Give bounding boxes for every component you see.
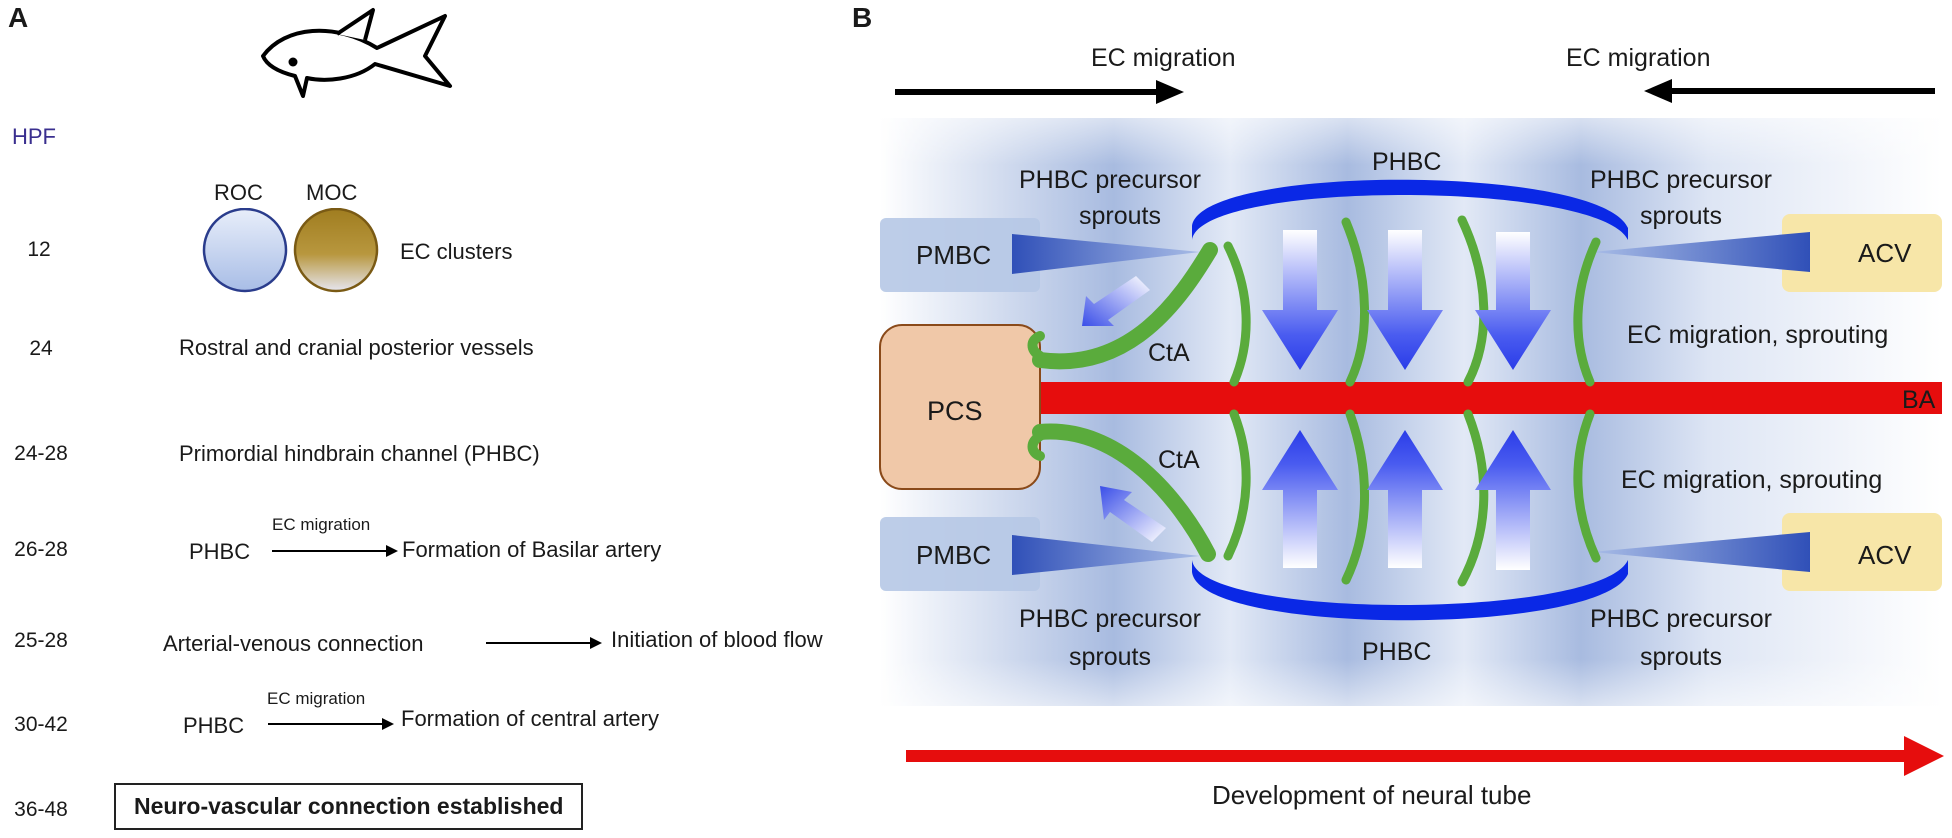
phbc-source-label: PHBC — [183, 713, 245, 738]
hpf-value: 24 — [29, 337, 53, 360]
av-connection-label: Arterial-venous connection — [163, 631, 424, 656]
central-artery-label: Formation of central artery — [401, 706, 659, 731]
ec-clusters-label: EC clusters — [400, 239, 513, 264]
phbc-bottom-label: PHBC — [1362, 638, 1432, 666]
sprouting-bottom-label: EC migration, sprouting — [1621, 466, 1883, 494]
sprouting-top-label: EC migration, sprouting — [1627, 321, 1889, 349]
panel-b-letter: B — [852, 2, 873, 33]
acv-top-label: ACV — [1858, 238, 1912, 268]
fish-icon — [261, 8, 452, 98]
hpf-value: 25-28 — [14, 629, 68, 652]
hpf-value: 30-42 — [14, 713, 68, 736]
precursor-sprouts-label: PHBC precursor sprouts — [1590, 166, 1772, 230]
hpf-value: 26-28 — [14, 538, 68, 561]
phbc-top-label: PHBC — [1372, 148, 1442, 176]
cta-bottom-label: CtA — [1158, 446, 1200, 474]
arrow-icon — [268, 718, 394, 730]
panel-a-letter: A — [8, 2, 29, 33]
blood-flow-label: Initiation of blood flow — [611, 627, 823, 652]
pmbc-top-label: PMBC — [916, 240, 992, 270]
ec-migration-left-label: EC migration — [1091, 44, 1236, 72]
ec-migration-arrow-label: EC migration — [272, 515, 371, 534]
ec-cluster-circles — [202, 208, 379, 293]
moc-circle — [293, 208, 379, 293]
development-label: Development of neural tube — [1212, 780, 1532, 810]
phbc-channel-label: Primordial hindbrain channel (PHBC) — [179, 441, 540, 466]
hpf-value: 36-48 — [14, 798, 68, 821]
roc-label: ROC — [214, 180, 263, 205]
arrow-icon — [272, 545, 398, 557]
rostral-vessels-label: Rostral and cranial posterior vessels — [179, 335, 534, 360]
hpf-value: 24-28 — [14, 442, 68, 465]
cta-top-label: CtA — [1148, 339, 1190, 367]
arrow-icon — [486, 637, 602, 649]
pcs-label: PCS — [927, 396, 983, 426]
precursor-sprouts-label: PHBC precursor sprouts — [1019, 166, 1201, 230]
hpf-value: 12 — [27, 238, 51, 261]
neurovascular-box: Neuro-vascular connection established — [114, 783, 584, 830]
precursor-sprouts-label: PHBC precursor sprouts — [1590, 605, 1772, 671]
acv-bottom-label: ACV — [1858, 540, 1912, 570]
basilar-formation-label: Formation of Basilar artery — [402, 537, 662, 562]
ec-migration-right-label: EC migration — [1566, 44, 1711, 72]
moc-label: MOC — [306, 180, 358, 205]
precursor-sprouts-label: PHBC precursor sprouts — [1019, 605, 1201, 671]
ba-label: BA — [1902, 386, 1936, 414]
phbc-source-label: PHBC — [189, 539, 251, 564]
roc-circle — [202, 208, 288, 293]
ec-migration-arrow-label: EC migration — [267, 689, 366, 708]
pmbc-bottom-label: PMBC — [916, 540, 992, 570]
hpf-axis-label: HPF — [12, 124, 56, 149]
